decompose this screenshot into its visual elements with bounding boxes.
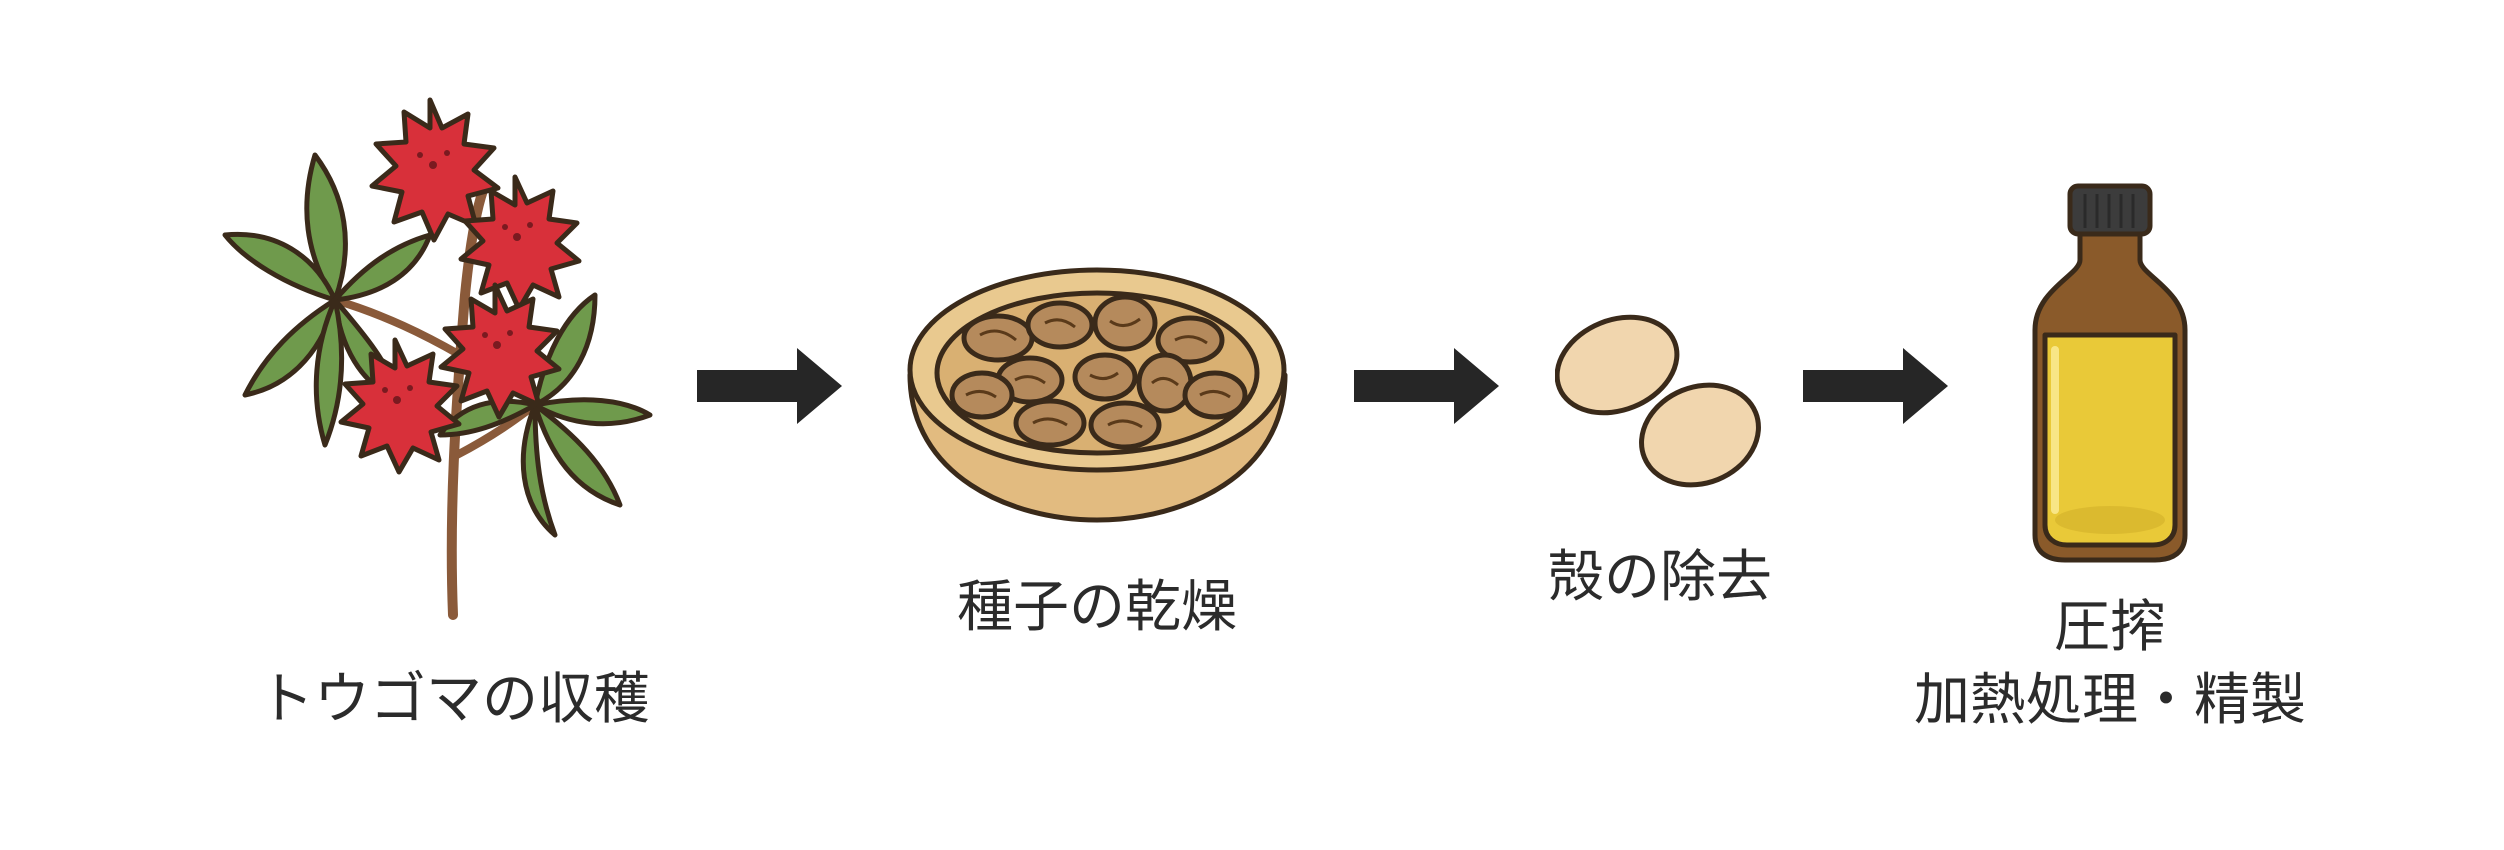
castor-plant-icon <box>222 97 653 620</box>
seed-bowl-icon <box>907 267 1288 523</box>
right-arrow-icon <box>1803 348 1948 424</box>
step-label-harvest: トウゴマの収穫 <box>258 667 650 732</box>
oil-bottle-icon <box>2032 183 2188 563</box>
step-label-pressing: 圧搾 <box>2054 595 2166 660</box>
step-label-hulling: 殻の除去 <box>1548 545 1772 610</box>
right-arrow-icon <box>1354 348 1499 424</box>
hulled-seeds-icon <box>1555 314 1761 488</box>
right-arrow-icon <box>697 348 842 424</box>
step-label-drying: 種子の乾燥 <box>957 575 1237 640</box>
step-label-refining: 加熱処理・精製 <box>1914 668 2306 733</box>
